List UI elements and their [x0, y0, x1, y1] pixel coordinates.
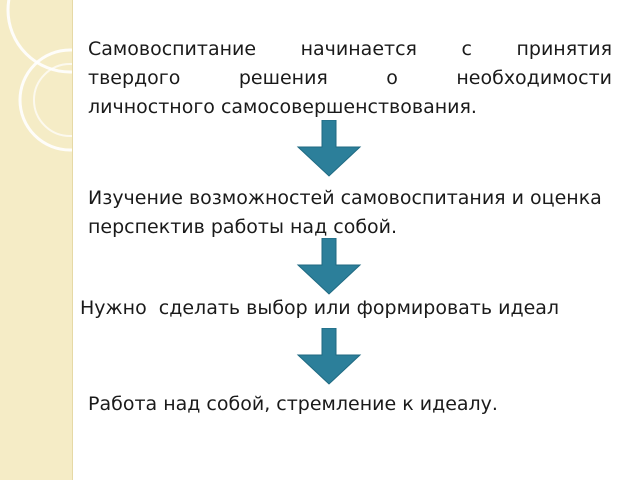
step-4-text: Работа над собой, стремление к идеалу.	[88, 393, 498, 415]
step-1-text: Самовоспитание начинается с принятия тве…	[88, 35, 612, 122]
step-2-text: Изучение возможностей самовоспитания и о…	[88, 184, 633, 242]
down-arrow-icon	[296, 238, 362, 295]
decorative-sidebar	[0, 0, 73, 480]
step-3-text: Нужно сделать выбор или формировать идеа…	[80, 297, 560, 319]
step-1-line-2: твердого решения о необходимости	[88, 67, 612, 89]
step-1-line-1: Самовоспитание начинается с принятия	[88, 38, 612, 60]
decorative-circles	[6, 0, 72, 152]
down-arrow-icon	[296, 120, 362, 177]
step-1-line-3: личностного самосовершенствования.	[88, 96, 477, 118]
down-arrow-icon	[296, 328, 362, 385]
step-2-line-1: Изучение возможностей самовоспитания и о…	[88, 187, 602, 209]
step-2-line-2: перспектив работы над собой.	[88, 216, 398, 238]
